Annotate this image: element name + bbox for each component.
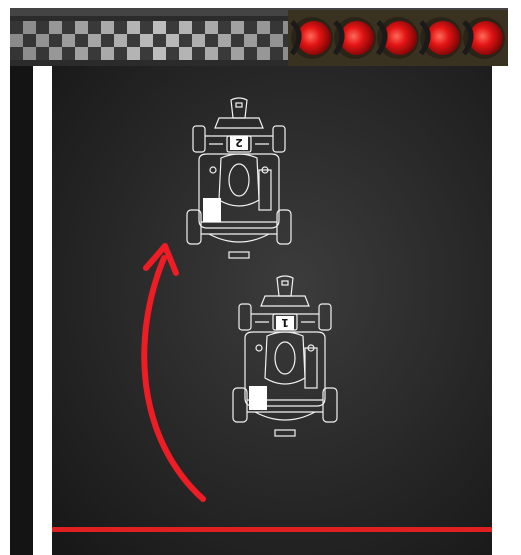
start-light-red	[426, 21, 460, 55]
checker-square	[62, 21, 75, 34]
checker-square	[192, 34, 205, 47]
start-light-red	[383, 21, 417, 55]
checker-square	[205, 47, 218, 60]
checker-square	[205, 21, 218, 34]
kart-1-seat-plate	[249, 386, 267, 410]
checker-square	[140, 21, 153, 34]
checker-square	[257, 34, 270, 47]
checker-square	[218, 21, 231, 34]
checker-square	[179, 21, 192, 34]
checker-square	[257, 47, 270, 60]
checker-square	[218, 47, 231, 60]
checker-square	[75, 47, 88, 60]
checker-square	[270, 34, 283, 47]
checker-square	[101, 34, 114, 47]
checker-square	[88, 47, 101, 60]
kart-1-number: 1	[281, 316, 289, 329]
checker-square	[36, 34, 49, 47]
checker-square	[205, 34, 218, 47]
checker-square	[179, 34, 192, 47]
checker-square	[127, 47, 140, 60]
checker-square	[153, 34, 166, 47]
checker-square	[49, 34, 62, 47]
left-track-border	[33, 66, 52, 555]
start-light-red	[340, 21, 374, 55]
checker-square	[114, 34, 127, 47]
track-surface	[52, 66, 492, 555]
checker-square	[192, 47, 205, 60]
checker-square	[23, 21, 36, 34]
checker-square	[166, 47, 179, 60]
checker-square	[127, 34, 140, 47]
checker-square	[127, 21, 140, 34]
checker-square	[270, 47, 283, 60]
checker-square	[244, 34, 257, 47]
checker-square	[88, 21, 101, 34]
checker-square	[153, 47, 166, 60]
checker-square	[49, 21, 62, 34]
checker-square	[231, 34, 244, 47]
checker-square	[23, 34, 36, 47]
start-light-red	[469, 21, 503, 55]
start-lights	[291, 17, 505, 59]
kart-2-seat-plate	[203, 198, 221, 222]
checker-square	[10, 47, 23, 60]
checker-square	[88, 34, 101, 47]
checker-square	[166, 34, 179, 47]
checker-square	[179, 47, 192, 60]
checker-square	[36, 21, 49, 34]
checker-square	[140, 47, 153, 60]
checker-square	[166, 21, 179, 34]
checker-square	[36, 47, 49, 60]
checker-square	[231, 21, 244, 34]
checker-square	[114, 21, 127, 34]
start-light-red	[297, 21, 331, 55]
checker-square	[101, 21, 114, 34]
checker-square	[49, 47, 62, 60]
start-line	[52, 527, 492, 532]
checker-square	[244, 21, 257, 34]
kart-2-number: 2	[235, 136, 243, 149]
right-track-border	[492, 66, 508, 555]
checker-square	[23, 47, 36, 60]
checker-square	[62, 34, 75, 47]
checker-square	[244, 47, 257, 60]
checker-square	[231, 47, 244, 60]
checker-square	[218, 34, 231, 47]
checker-square	[10, 21, 23, 34]
checker-square	[114, 47, 127, 60]
checker-square	[10, 34, 23, 47]
checker-square	[270, 21, 283, 34]
checkered-flag-strip	[10, 21, 296, 60]
checker-square	[75, 34, 88, 47]
checker-square	[192, 21, 205, 34]
checker-square	[257, 21, 270, 34]
checker-square	[101, 47, 114, 60]
checker-square	[62, 47, 75, 60]
checker-square	[140, 34, 153, 47]
checker-square	[153, 21, 166, 34]
checker-square	[75, 21, 88, 34]
